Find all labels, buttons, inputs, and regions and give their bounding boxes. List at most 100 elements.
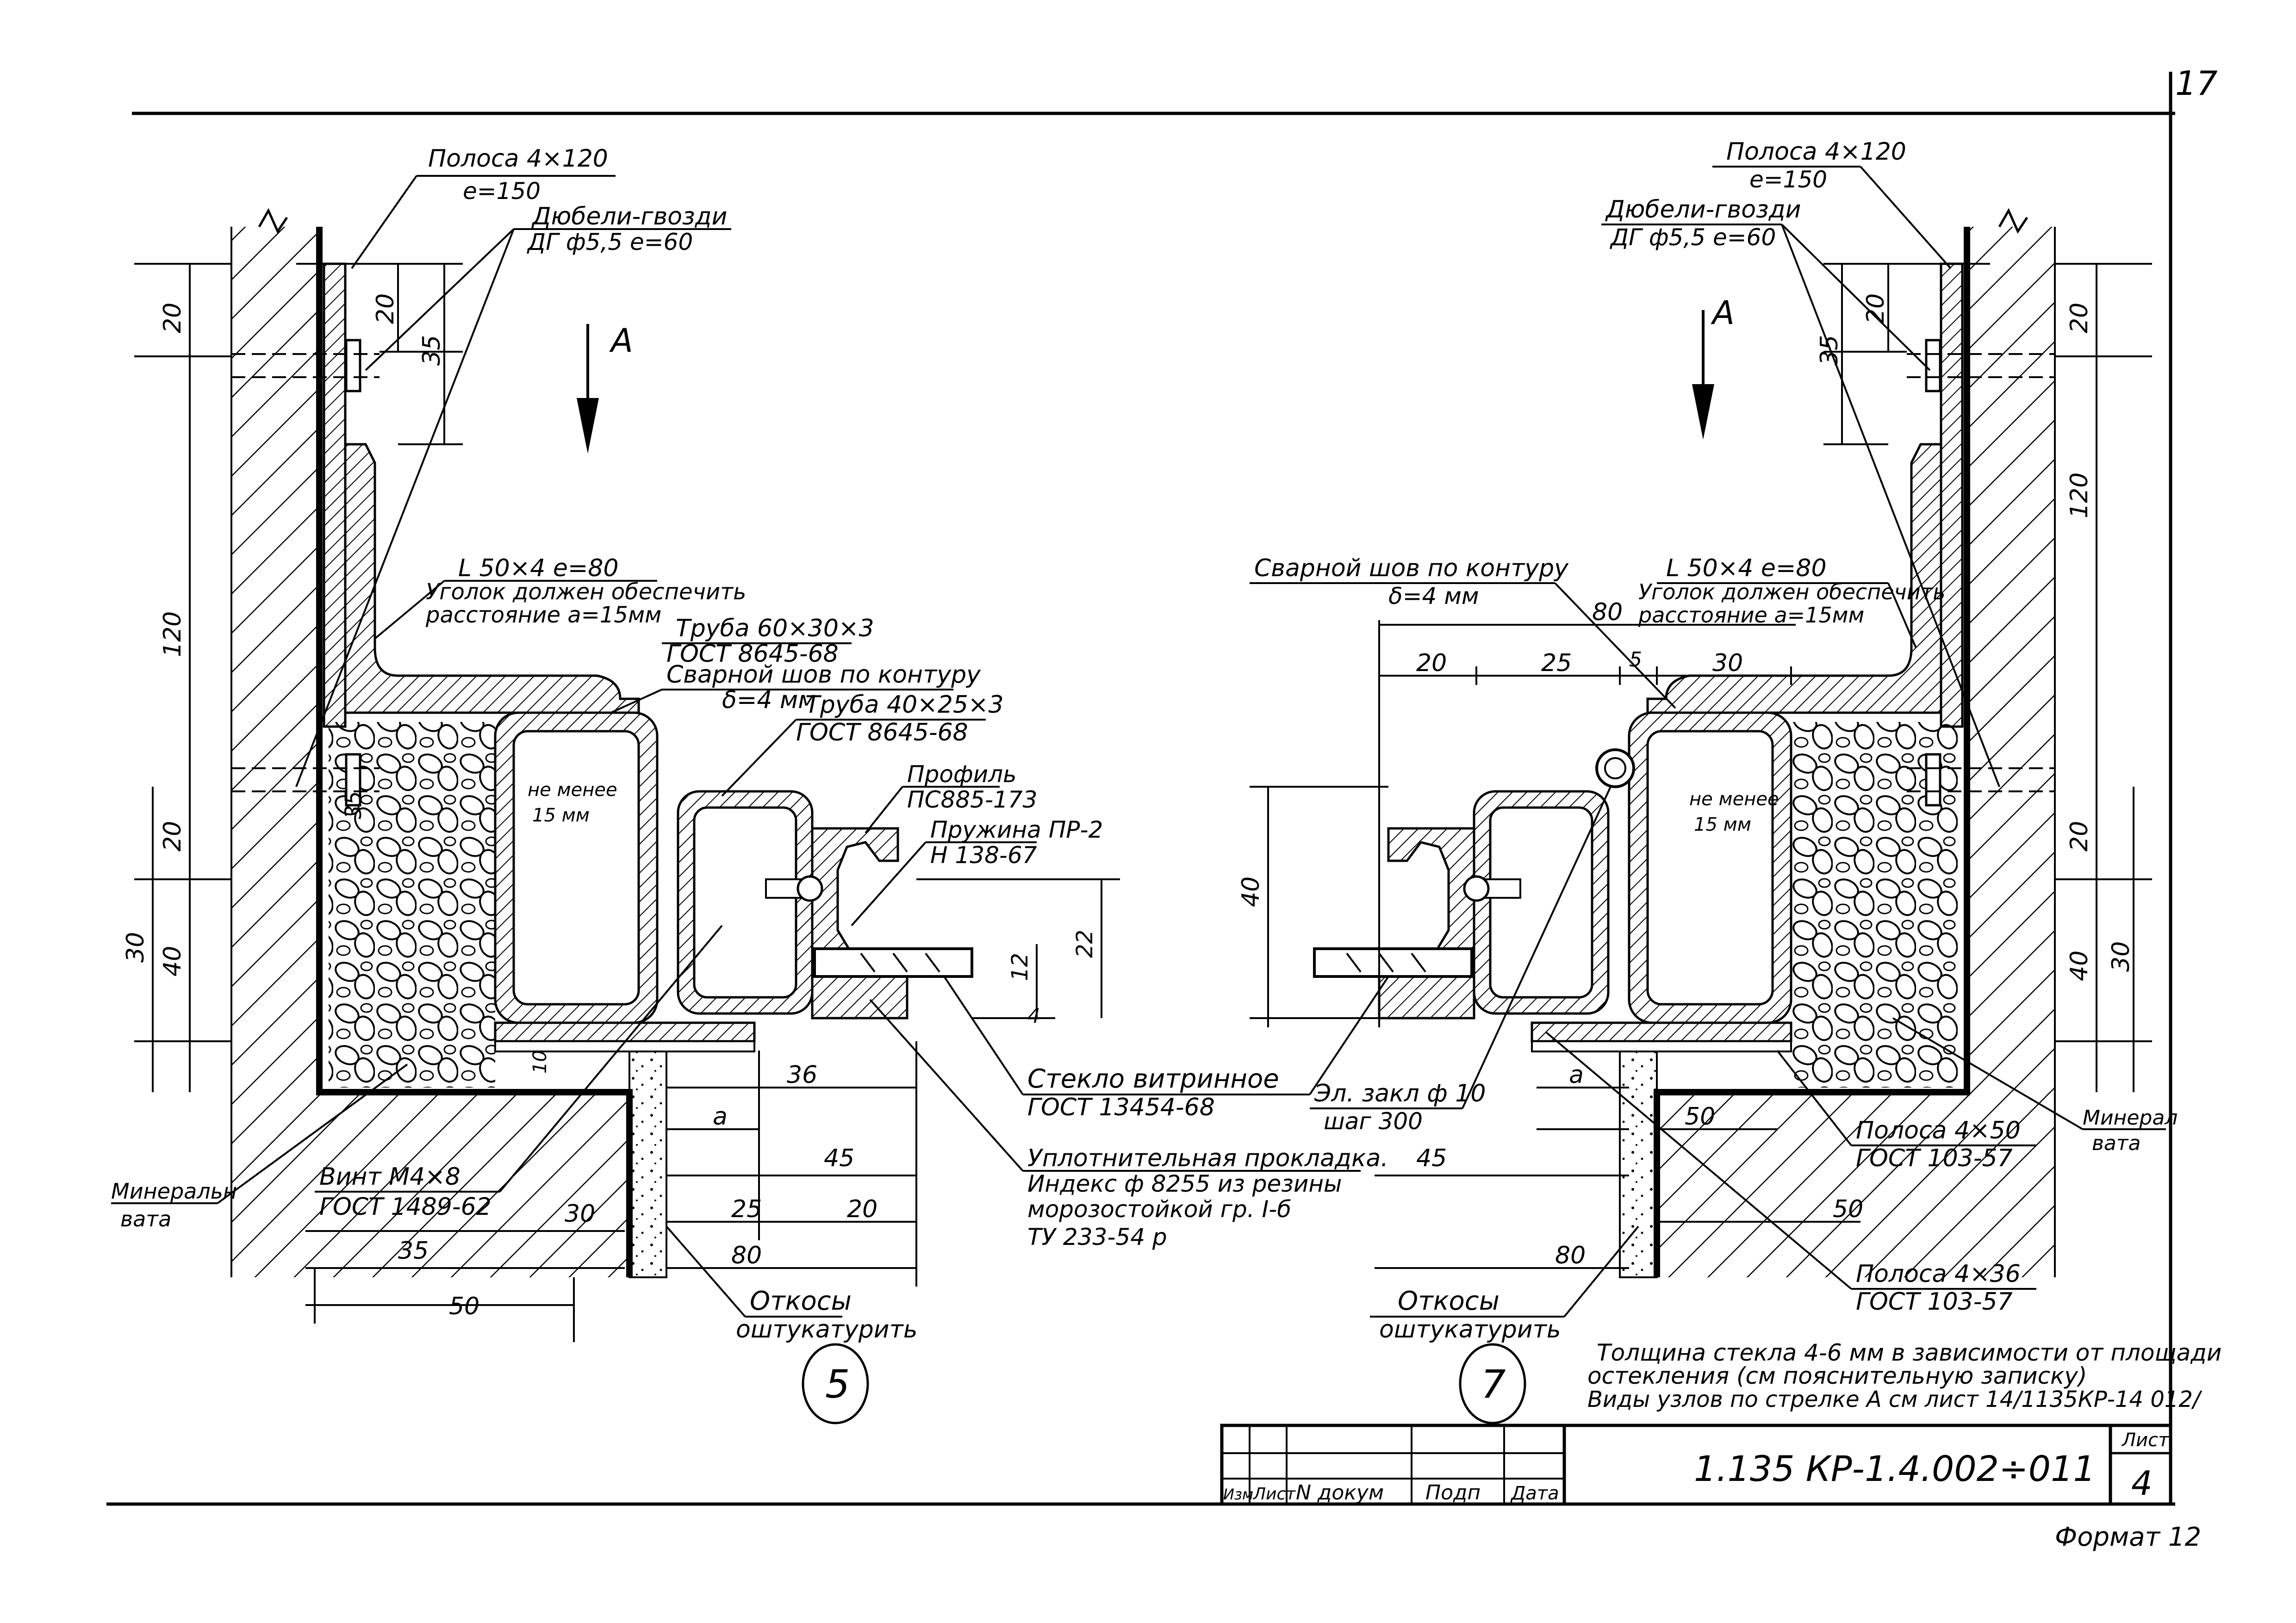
left-dim-10: 10: [529, 1050, 551, 1074]
node-7-number: 7: [1481, 1362, 1506, 1407]
left-profile: [811, 827, 908, 1020]
right-profile: [1378, 827, 1475, 1020]
right-slope-label2: оштукатурить: [1379, 1316, 1561, 1343]
stamp-col-date: Дата: [1510, 1483, 1559, 1504]
node-5-number: 5: [825, 1362, 850, 1407]
right-dim-40: 40: [1237, 877, 1265, 907]
left-tube1-gost: ГОСТ 8645-68: [666, 640, 839, 668]
right-dim-30: 30: [1712, 649, 1743, 677]
right-dim-20e: 20: [2066, 821, 2093, 852]
format-label: Формат 12: [2055, 1522, 2201, 1552]
right-strip-label: Полоса 4×120: [1726, 138, 1906, 166]
left-spring-code: Н 138-67: [930, 842, 1037, 869]
right-dim-a: a: [1569, 1061, 1584, 1089]
left-dowel-label: Дюбели-гвозди: [531, 203, 727, 230]
left-screw-label: Винт М4×8: [319, 1163, 460, 1191]
right-dim-45: 45: [1416, 1144, 1447, 1172]
left-angle-label: L 50×4 e=80: [458, 554, 619, 582]
left-not-less-2: 15 мм: [532, 805, 590, 826]
stamp-col-izm: Изм: [1223, 1486, 1253, 1503]
right-strip: [1940, 262, 1964, 728]
stamp-col-doc: N докум: [1296, 1481, 1384, 1505]
left-dim-45: 45: [824, 1144, 854, 1172]
right-dim-120: 120: [2066, 473, 2093, 518]
left-tube2-label: Труба 40×25×3: [805, 691, 1004, 719]
left-weld-label: Сварной шов по контуру: [666, 661, 981, 689]
left-gasket-4: ТУ 233-54 р: [1027, 1224, 1167, 1250]
left-dim-35b: 35: [341, 791, 367, 819]
left-mineral-1: Минеральн: [111, 1179, 237, 1204]
left-strip-label: Полоса 4×120: [428, 145, 608, 173]
right-arrow-label: A: [1711, 294, 1735, 332]
right-strip-e: e=150: [1749, 166, 1827, 193]
right-mineral-2: вата: [2092, 1132, 2141, 1155]
left-dim-30: 30: [122, 932, 149, 963]
left-dim-40: 40: [159, 946, 187, 976]
right-weld-delta: δ=4 мм: [1388, 583, 1479, 609]
left-dim-4: 4: [1027, 1004, 1040, 1028]
left-dim-80: 80: [731, 1242, 762, 1269]
left-mineral-2: вата: [120, 1206, 171, 1231]
left-dim-22: 22: [1072, 930, 1098, 958]
left-dim-25: 25: [731, 1195, 762, 1223]
right-dim-80: 80: [1592, 598, 1623, 626]
note-line-2: остекления (см пояснительную записку): [1587, 1362, 2087, 1389]
right-dim-20b: 20: [1862, 293, 1890, 324]
left-gasket-2: Индекс ф 8255 из резины: [1027, 1170, 1342, 1197]
node-7-circle: [1459, 1343, 1526, 1424]
left-dim-a: a: [713, 1103, 728, 1131]
right-dim-80b: 80: [1555, 1242, 1586, 1269]
right-base-plate: [1531, 1021, 1792, 1043]
right-electrode: [1595, 748, 1635, 788]
node-5-circle: [802, 1343, 869, 1424]
right-elec-step: шаг 300: [1324, 1108, 1423, 1135]
left-strip: [323, 262, 347, 728]
left-spring-label: Пружина ПР-2: [930, 816, 1103, 843]
right-dim-30b: 30: [2107, 941, 2135, 972]
right-wall-hatch: [1657, 227, 2055, 1277]
left-not-less-1: не менее: [528, 779, 617, 801]
left-slope-plaster: [628, 1045, 667, 1278]
right-strip50-label: Полоса 4×50: [1856, 1117, 2021, 1144]
left-arrow-label: A: [609, 322, 633, 360]
left-strip-e: e=150: [463, 178, 541, 205]
left-slope-label2: оштукатурить: [736, 1316, 918, 1343]
notes-block: Толщина стекла 4-6 мм в зависимости от п…: [1587, 1339, 2221, 1412]
left-wall-hatch: [231, 227, 629, 1277]
node-7-drawing: [1313, 208, 2056, 1278]
left-dim-30b: 30: [565, 1200, 595, 1228]
left-dim-120: 120: [159, 611, 187, 657]
left-glass-gost: ГОСТ 13454-68: [1027, 1094, 1215, 1121]
left-dim-35c: 35: [398, 1237, 429, 1265]
right-dim-5: 5: [1629, 648, 1642, 672]
right-dim-50b: 50: [1833, 1195, 1863, 1223]
right-glass: [1313, 947, 1473, 978]
stamp-designation: 1.135 КР-1.4.002÷011: [1694, 1448, 2096, 1489]
right-angle-note2: расстояние a=15мм: [1638, 603, 1864, 628]
stamp-col-sign: Подп: [1425, 1481, 1481, 1505]
stamp-col-list: Лист: [1252, 1485, 1296, 1504]
left-weld-delta: δ=4 мм: [722, 686, 816, 714]
right-angle-label: L 50×4 e=80: [1666, 554, 1827, 582]
left-angle-note2: расстояние a=15мм: [425, 602, 661, 628]
right-dim-25: 25: [1541, 649, 1572, 677]
left-tube2-gost: ГОСТ 8645-68: [796, 719, 968, 746]
left-gasket-1: Уплотнительная прокладка.: [1027, 1144, 1388, 1172]
node-7-labels: A Полоса 4×120 e=150 Дюбели-гвозди ДГ ф5…: [1237, 138, 2178, 1424]
right-dim-50: 50: [1685, 1103, 1715, 1131]
right-mineral-1: Минерал: [2083, 1106, 2178, 1130]
right-strip50-gost: ГОСТ 103-57: [1856, 1144, 2013, 1172]
left-dim-35: 35: [418, 335, 446, 366]
node-5-drawing: [230, 208, 973, 1278]
right-dim-20a: 20: [2066, 303, 2093, 333]
left-dim-12: 12: [1007, 953, 1033, 981]
right-dim-35: 35: [1816, 335, 1843, 366]
left-gasket-3: морозостойкой гр. I-б: [1027, 1196, 1291, 1223]
right-not-less-1: не менее: [1689, 789, 1779, 810]
right-dowel-spec: ДГ ф5,5 e=60: [1610, 224, 1776, 251]
right-elec-label: Эл. закл ф 10: [1314, 1080, 1486, 1107]
left-angle: [344, 443, 640, 714]
node-5-labels: A Полоса 4×120 e=150 Дюбели-гвозди ДГ ф5…: [111, 145, 1388, 1424]
left-dim-20b: 20: [159, 821, 187, 852]
